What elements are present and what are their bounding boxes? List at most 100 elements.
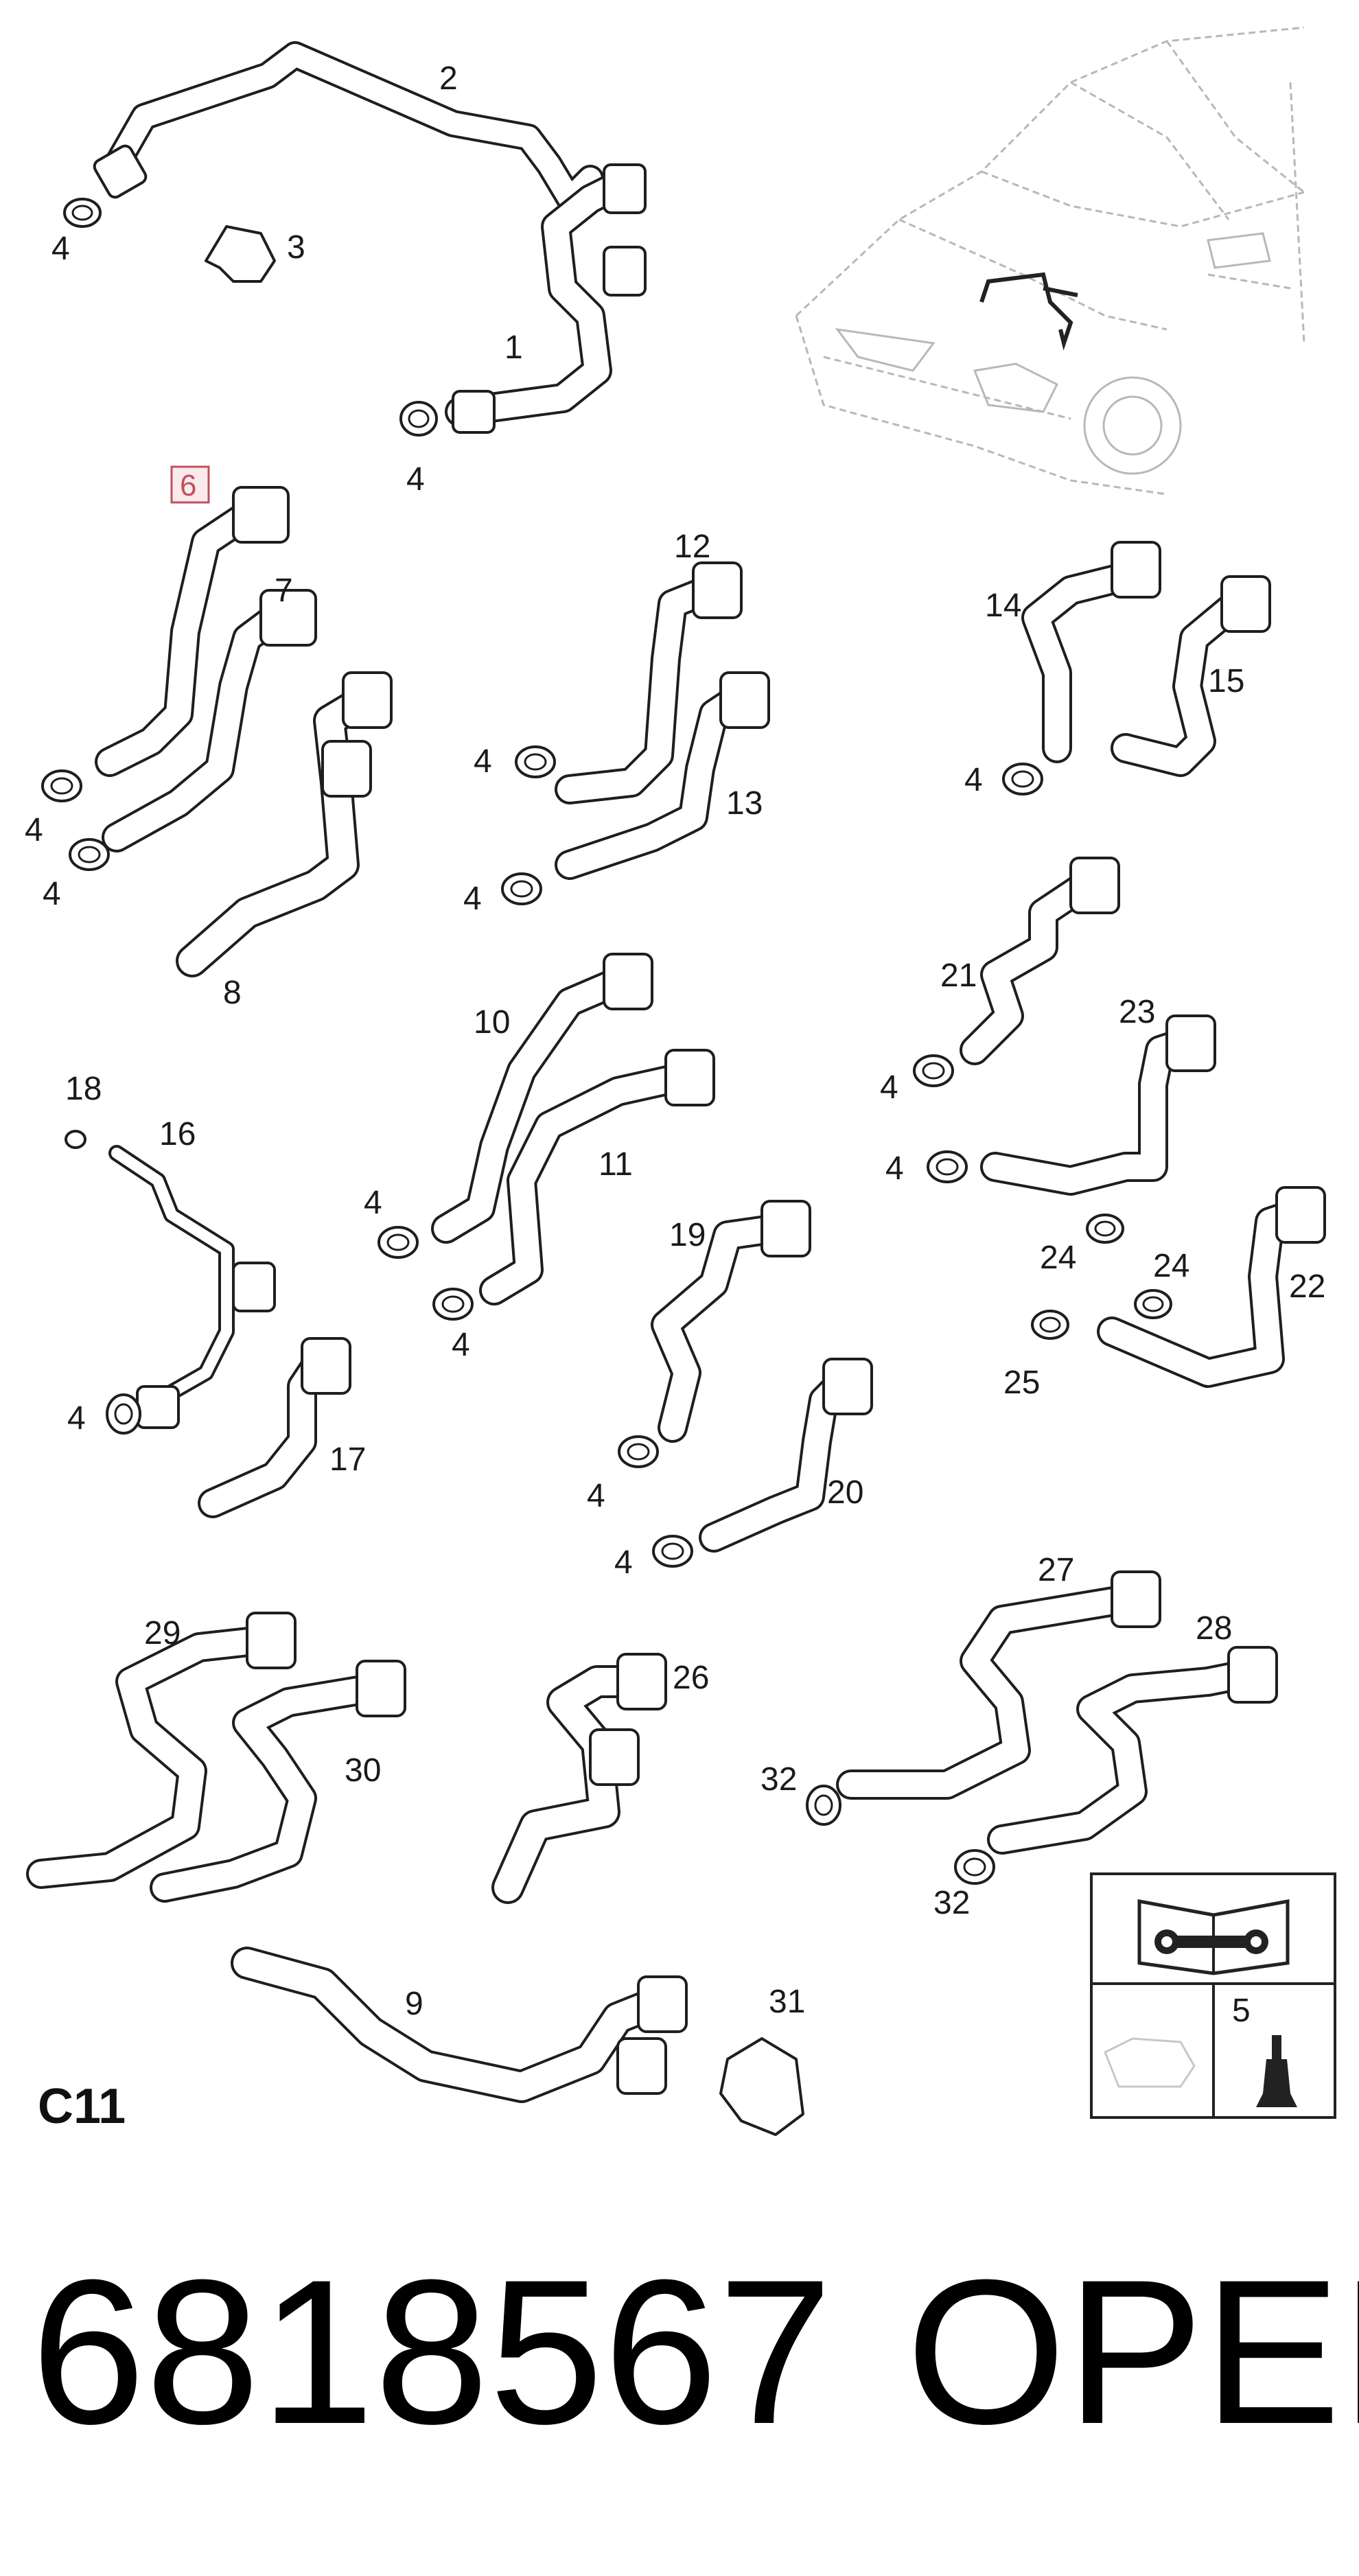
hose-26 — [491, 1653, 667, 1904]
clamp-icon — [63, 198, 102, 228]
part-label: 24 — [1040, 1240, 1076, 1276]
hose-1 — [445, 163, 647, 434]
part-label: 23 — [1119, 994, 1155, 1030]
part-label: 20 — [827, 1474, 863, 1511]
symbol-box — [1090, 1872, 1336, 2119]
bracket-31 — [719, 2037, 804, 2136]
part-label: 4 — [474, 743, 492, 780]
part-label: 9 — [405, 1986, 423, 2022]
part-label: 19 — [669, 1217, 706, 1253]
part-label: 2 — [439, 60, 458, 97]
part-label: 32 — [933, 1885, 970, 1921]
clamp-icon — [515, 745, 556, 778]
callout-part-6[interactable]: 6 — [170, 465, 210, 504]
clamp-icon — [806, 1785, 841, 1826]
hose-8 — [176, 671, 393, 977]
callout-label: 6 — [180, 469, 196, 502]
clamp-icon — [432, 1288, 474, 1321]
part-label: 15 — [1208, 663, 1244, 699]
hose-20 — [699, 1358, 873, 1553]
hose-7 — [102, 589, 317, 852]
manual-wrench-icon — [1137, 1899, 1290, 1975]
clamp-icon — [913, 1054, 954, 1087]
part-label: 27 — [1038, 1552, 1074, 1588]
clamp-icon — [106, 1393, 141, 1435]
part-label: 4 — [67, 1400, 86, 1437]
clamp-icon — [41, 769, 82, 802]
part-label: 26 — [673, 1660, 709, 1696]
part-label: 22 — [1289, 1268, 1325, 1305]
part-label: 4 — [964, 762, 983, 798]
part-label: 4 — [25, 812, 43, 848]
part-label: 4 — [452, 1327, 470, 1363]
clamp-icon — [652, 1535, 693, 1568]
clamp-icon — [69, 838, 110, 871]
part-label: 13 — [726, 785, 763, 822]
hose-10 — [431, 953, 653, 1244]
hose-29 — [26, 1612, 297, 1889]
part-labels: 1 2 3 4 4 7 4 4 8 12 4 13 4 14 15 4 21 2… — [25, 60, 1325, 2029]
part-label: 3 — [287, 229, 305, 266]
clamp-icon — [1086, 1214, 1124, 1244]
part-label: 7 — [275, 572, 293, 609]
part-label: 17 — [329, 1441, 366, 1478]
part-label: 4 — [43, 876, 61, 912]
clamp-icon — [927, 1150, 968, 1183]
engine-icon — [1104, 2037, 1196, 2088]
part-label: 4 — [587, 1478, 605, 1514]
hose-19 — [651, 1200, 811, 1443]
part-label: 18 — [65, 1071, 102, 1107]
hose-23 — [980, 1014, 1216, 1196]
clamp-icon — [1134, 1289, 1172, 1319]
hose-17 — [198, 1337, 351, 1518]
clamps — [41, 198, 1172, 1885]
hose-13 — [555, 671, 770, 880]
part-label: 24 — [1153, 1248, 1189, 1284]
clamp-icon — [501, 872, 542, 905]
hose-27 — [836, 1570, 1161, 1800]
hose-12 — [555, 561, 743, 804]
part-label: 30 — [345, 1752, 381, 1789]
clip-3 — [205, 225, 276, 283]
hose-16 — [108, 1145, 276, 1429]
part-label: 4 — [51, 231, 70, 267]
part-label: 14 — [985, 588, 1021, 624]
footer-brand: OPEL — [906, 2236, 1359, 2467]
part-label: 29 — [144, 1615, 181, 1651]
part-label: 4 — [364, 1185, 382, 1221]
hose-14 — [1021, 541, 1161, 763]
clamp-icon — [954, 1849, 995, 1885]
hose-21 — [960, 857, 1120, 1065]
clamp-icon — [618, 1435, 659, 1468]
hose-11 — [479, 1049, 715, 1306]
hose-6 — [95, 486, 290, 777]
part-label: 4 — [880, 1069, 898, 1106]
part-label: 5 — [1232, 1993, 1251, 2029]
clamp-icon — [399, 401, 438, 437]
part-label: 16 — [159, 1116, 196, 1152]
hose-2 — [93, 41, 604, 213]
clamp-icon — [65, 1130, 86, 1149]
part-label: 4 — [463, 881, 482, 917]
car-illustration — [795, 26, 1305, 496]
part-label: 4 — [406, 461, 425, 498]
part-label: 4 — [614, 1544, 633, 1581]
footer-part-number: 6818567 — [31, 2236, 833, 2467]
hose-30 — [150, 1660, 406, 1903]
part-label: 4 — [885, 1150, 904, 1187]
part-label: 1 — [504, 329, 523, 366]
clamp-icon — [1031, 1310, 1069, 1340]
coolant-bottle-icon — [1256, 2035, 1297, 2107]
hose-9 — [231, 1947, 688, 2103]
hose-15 — [1111, 575, 1271, 777]
hose-28 — [987, 1646, 1278, 1855]
part-label: 11 — [599, 1146, 633, 1183]
part-label: 28 — [1196, 1610, 1232, 1647]
part-label: 8 — [223, 975, 242, 1011]
part-label: 32 — [760, 1761, 797, 1798]
part-label: 31 — [769, 1984, 805, 2020]
section-code: C11 — [38, 2079, 126, 2134]
hose-22 — [1097, 1186, 1326, 1388]
part-label: 21 — [940, 958, 977, 994]
